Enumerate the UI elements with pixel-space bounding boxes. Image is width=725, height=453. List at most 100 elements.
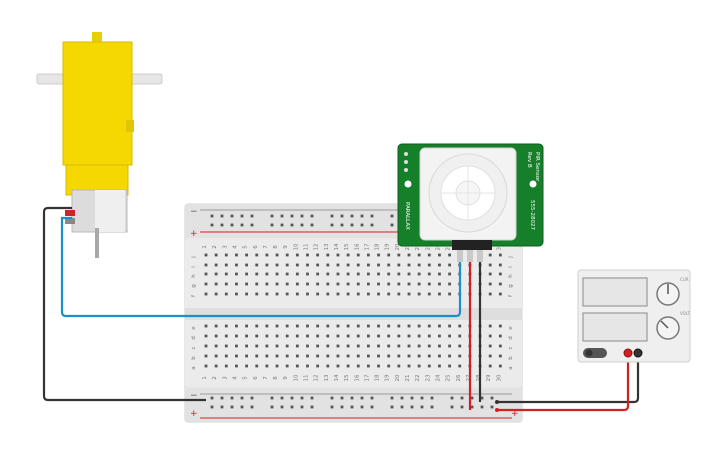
terminal-hole[interactable]	[224, 282, 228, 286]
pir-pin-out[interactable]	[457, 250, 463, 262]
terminal-hole[interactable]	[498, 263, 502, 267]
rail-hole[interactable]	[280, 396, 284, 400]
terminal-hole[interactable]	[224, 272, 228, 276]
rail-hole[interactable]	[250, 405, 254, 409]
terminal-hole[interactable]	[346, 324, 350, 328]
terminal-hole[interactable]	[265, 253, 269, 257]
terminal-hole[interactable]	[427, 324, 431, 328]
terminal-hole[interactable]	[356, 292, 360, 296]
terminal-hole[interactable]	[255, 364, 259, 368]
terminal-hole[interactable]	[448, 324, 451, 328]
terminal-hole[interactable]	[458, 364, 462, 368]
terminal-hole[interactable]	[498, 272, 502, 276]
terminal-hole[interactable]	[306, 263, 309, 267]
terminal-hole[interactable]	[488, 263, 492, 267]
terminal-hole[interactable]	[235, 272, 238, 276]
terminal-hole[interactable]	[387, 344, 391, 348]
rail-hole[interactable]	[220, 223, 224, 227]
terminal-hole[interactable]	[458, 334, 462, 338]
rail-hole[interactable]	[420, 396, 424, 400]
terminal-hole[interactable]	[255, 354, 259, 358]
rail-hole[interactable]	[360, 396, 364, 400]
terminal-hole[interactable]	[448, 354, 451, 358]
rail-hole[interactable]	[250, 214, 254, 218]
terminal-hole[interactable]	[265, 344, 269, 348]
terminal-hole[interactable]	[235, 364, 238, 368]
terminal-hole[interactable]	[427, 364, 431, 368]
terminal-hole[interactable]	[387, 253, 391, 257]
terminal-hole[interactable]	[255, 272, 259, 276]
terminal-hole[interactable]	[336, 344, 340, 348]
terminal-hole[interactable]	[214, 364, 218, 368]
terminal-hole[interactable]	[316, 334, 320, 338]
terminal-hole[interactable]	[417, 364, 421, 368]
terminal-hole[interactable]	[367, 253, 370, 257]
terminal-hole[interactable]	[427, 263, 431, 267]
rail-hole[interactable]	[300, 214, 304, 218]
terminal-hole[interactable]	[204, 272, 208, 276]
terminal-hole[interactable]	[204, 344, 208, 348]
terminal-hole[interactable]	[245, 263, 248, 267]
terminal-hole[interactable]	[285, 263, 289, 267]
rail-hole[interactable]	[330, 214, 334, 218]
rail-hole[interactable]	[270, 405, 274, 409]
rail-hole[interactable]	[250, 396, 254, 400]
terminal-hole[interactable]	[204, 292, 208, 296]
terminal-hole[interactable]	[498, 334, 502, 338]
terminal-hole[interactable]	[387, 364, 391, 368]
terminal-hole[interactable]	[346, 292, 350, 296]
terminal-hole[interactable]	[306, 282, 309, 286]
rail-hole[interactable]	[490, 405, 494, 409]
terminal-hole[interactable]	[204, 334, 208, 338]
terminal-hole[interactable]	[397, 344, 401, 348]
terminal-hole[interactable]	[488, 282, 492, 286]
terminal-hole[interactable]	[488, 334, 492, 338]
terminal-hole[interactable]	[326, 282, 330, 286]
terminal-hole[interactable]	[377, 354, 380, 358]
terminal-hole[interactable]	[316, 282, 320, 286]
terminal-hole[interactable]	[326, 263, 330, 267]
rail-hole[interactable]	[300, 396, 304, 400]
rail-hole[interactable]	[390, 396, 394, 400]
terminal-hole[interactable]	[397, 272, 401, 276]
terminal-hole[interactable]	[326, 344, 330, 348]
rail-hole[interactable]	[410, 405, 414, 409]
rail-hole[interactable]	[310, 405, 314, 409]
terminal-hole[interactable]	[214, 334, 218, 338]
terminal-hole[interactable]	[295, 364, 299, 368]
terminal-hole[interactable]	[427, 282, 431, 286]
terminal-hole[interactable]	[438, 334, 441, 338]
terminal-hole[interactable]	[397, 253, 401, 257]
dc-power-supply[interactable]: CUR VOLT	[577, 269, 691, 363]
rail-hole[interactable]	[270, 214, 274, 218]
terminal-hole[interactable]	[367, 344, 370, 348]
rail-hole[interactable]	[290, 223, 294, 227]
terminal-hole[interactable]	[488, 344, 492, 348]
rail-hole[interactable]	[370, 396, 374, 400]
terminal-hole[interactable]	[306, 364, 309, 368]
rail-hole[interactable]	[340, 405, 344, 409]
rail-hole[interactable]	[310, 396, 314, 400]
terminal-hole[interactable]	[295, 324, 299, 328]
terminal-hole[interactable]	[407, 334, 411, 338]
rail-hole[interactable]	[310, 214, 314, 218]
terminal-hole[interactable]	[448, 253, 451, 257]
rail-hole[interactable]	[390, 405, 394, 409]
terminal-hole[interactable]	[377, 282, 380, 286]
terminal-hole[interactable]	[367, 282, 370, 286]
terminal-hole[interactable]	[367, 272, 370, 276]
terminal-hole[interactable]	[346, 282, 350, 286]
terminal-hole[interactable]	[285, 324, 289, 328]
terminal-hole[interactable]	[255, 344, 259, 348]
terminal-hole[interactable]	[275, 364, 279, 368]
terminal-hole[interactable]	[275, 282, 279, 286]
rail-hole[interactable]	[290, 405, 294, 409]
terminal-hole[interactable]	[427, 344, 431, 348]
terminal-hole[interactable]	[438, 324, 441, 328]
terminal-hole[interactable]	[356, 334, 360, 338]
terminal-hole[interactable]	[367, 324, 370, 328]
rail-hole[interactable]	[230, 405, 234, 409]
rail-hole[interactable]	[240, 396, 244, 400]
terminal-hole[interactable]	[346, 263, 350, 267]
terminal-hole[interactable]	[387, 263, 391, 267]
